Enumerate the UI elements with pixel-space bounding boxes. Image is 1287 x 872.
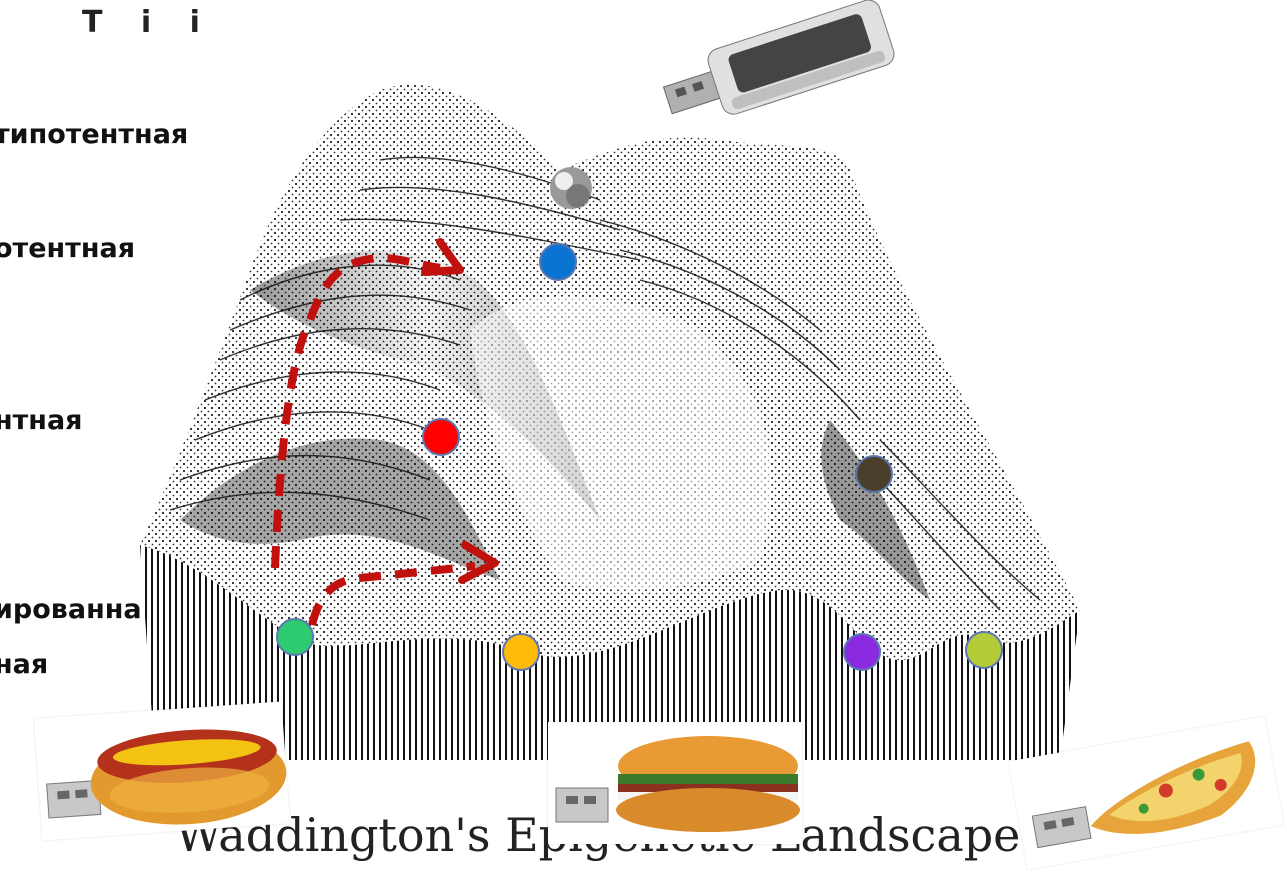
hotdog-usb-card [34,701,290,840]
usb-flash-drive-icon [657,0,897,133]
sandwich-usb-card [548,722,802,844]
marble-lime [965,631,1003,669]
cropped-title-fragment: T i i [82,8,214,32]
marble-right-mid [855,455,893,493]
label-differentiated-line2: ная [0,648,48,682]
label-differentiated-line1: ированна [0,593,142,627]
ball-at-top [550,167,592,209]
marble-yellow [502,633,540,671]
sandwich-usb-icon [548,722,802,844]
marble-mid [422,418,460,456]
hotdog-usb-icon [34,701,290,840]
marble-green [276,618,314,656]
marble-purple [843,633,881,671]
label-pluripotent: отентная [0,232,135,266]
label-totipotent: типотентная [0,118,188,152]
marble-top [539,243,577,281]
label-multipotent: нтная [0,404,83,438]
